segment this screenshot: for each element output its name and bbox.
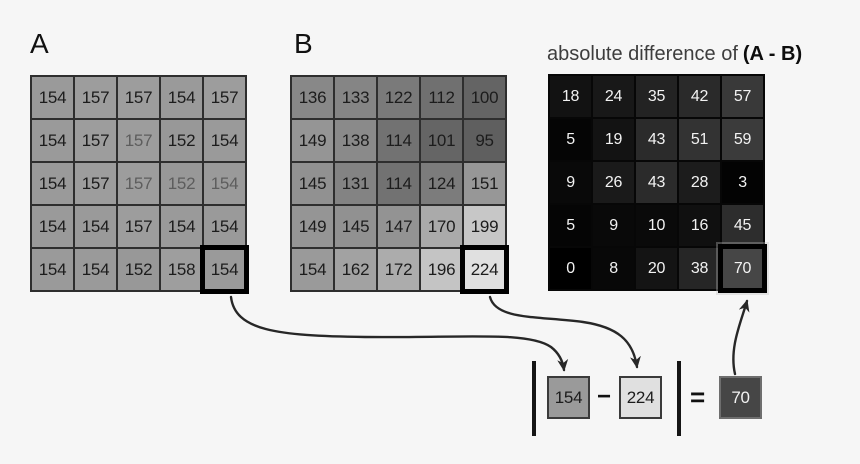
matrix-cell: 162	[335, 249, 376, 290]
matrix-b-label: B	[294, 28, 313, 59]
matrix-cell: 157	[75, 120, 116, 161]
matrix-cell: 157	[75, 163, 116, 204]
matrix-cell: 18	[550, 76, 591, 117]
matrix-cell: 170	[421, 206, 462, 247]
matrix-cell: 154	[75, 249, 116, 290]
matrix-cell: 19	[593, 119, 634, 160]
matrix-cell: 154	[32, 163, 73, 204]
matrix-cell: 154	[161, 206, 202, 247]
matrix-cell: 43	[636, 162, 677, 203]
matrix-cell: 59	[722, 119, 763, 160]
matrix-cell: 154	[204, 206, 245, 247]
matrix-cell: 154	[75, 206, 116, 247]
matrix-cell: 157	[118, 163, 159, 204]
matrix-cell: 114	[378, 120, 419, 161]
matrix-cell: 152	[161, 163, 202, 204]
matrix-cell: 43	[636, 119, 677, 160]
result-box: 70	[719, 376, 762, 419]
matrix-cell: 8	[593, 248, 634, 289]
matrix-cell: 100	[464, 77, 505, 118]
matrix-cell: 154	[32, 206, 73, 247]
arrow-result-to-diff	[732, 299, 750, 376]
matrix-cell: 147	[378, 206, 419, 247]
matrix-cell: 5	[550, 205, 591, 246]
matrix-cell: 154	[32, 249, 73, 290]
matrix-cell: 131	[335, 163, 376, 204]
matrix-cell: 26	[593, 162, 634, 203]
matrix-cell: 224	[460, 245, 509, 294]
arrow-a-to-minuend	[229, 295, 569, 372]
matrix-cell: 145	[292, 163, 333, 204]
matrix-cell: 114	[378, 163, 419, 204]
matrix-cell: 95	[464, 120, 505, 161]
matrix-cell: 151	[464, 163, 505, 204]
matrix-cell: 20	[636, 248, 677, 289]
arrow-b-to-subtrahend	[488, 295, 641, 369]
matrix-cell: 172	[378, 249, 419, 290]
matrix-cell: 133	[335, 77, 376, 118]
matrix-cell: 122	[378, 77, 419, 118]
matrix-cell: 136	[292, 77, 333, 118]
matrix-cell: 28	[679, 162, 720, 203]
matrix-cell: 101	[421, 120, 462, 161]
matrix-cell: 5	[550, 119, 591, 160]
matrix-cell: 157	[118, 206, 159, 247]
matrix-cell: 124	[421, 163, 462, 204]
matrix-cell: 154	[32, 120, 73, 161]
abs-bar-left	[532, 361, 536, 436]
matrix-cell: 57	[722, 76, 763, 117]
matrix-cell: 149	[292, 120, 333, 161]
matrix-cell: 10	[636, 205, 677, 246]
matrix-cell: 154	[161, 77, 202, 118]
minus-operator: −	[597, 383, 612, 410]
matrix-cell: 158	[161, 249, 202, 290]
diff-title-formula: (A - B)	[742, 43, 803, 65]
matrix-cell: 51	[679, 119, 720, 160]
matrix-a-label: A	[30, 28, 49, 59]
matrix-cell: 154	[32, 77, 73, 118]
matrix-cell: 152	[118, 249, 159, 290]
matrix-cell: 157	[204, 77, 245, 118]
matrix-cell: 154	[204, 163, 245, 204]
equals-sign: =	[690, 382, 706, 412]
matrix-cell: 154	[204, 120, 245, 161]
diff-title: absolute difference of(A - B)	[547, 42, 802, 66]
matrix-cell: 70	[718, 244, 767, 293]
matrix-cell: 3	[722, 162, 763, 203]
matrix-cell: 154	[200, 245, 249, 294]
abs-bar-right	[677, 361, 681, 436]
matrix-cell: 138	[335, 120, 376, 161]
matrix-cell: 9	[593, 205, 634, 246]
matrix-cell: 35	[636, 76, 677, 117]
matrix-cell: 42	[679, 76, 720, 117]
matrix-cell: 0	[550, 248, 591, 289]
matrix-cell: 45	[722, 205, 763, 246]
diff-title-regular: absolute difference of	[547, 43, 738, 65]
matrix-cell: 152	[161, 120, 202, 161]
subtrahend-box: 224	[619, 376, 662, 419]
matrix-cell: 24	[593, 76, 634, 117]
matrix-cell: 199	[464, 206, 505, 247]
matrix-cell: 157	[118, 120, 159, 161]
matrix-cell: 112	[421, 77, 462, 118]
matrix-cell: 154	[292, 249, 333, 290]
matrix-cell: 38	[679, 248, 720, 289]
matrix-cell: 196	[421, 249, 462, 290]
matrix-cell: 145	[335, 206, 376, 247]
minuend-box: 154	[547, 376, 590, 419]
matrix-cell: 157	[75, 77, 116, 118]
matrix-cell: 149	[292, 206, 333, 247]
matrix-cell: 157	[118, 77, 159, 118]
matrix-cell: 9	[550, 162, 591, 203]
matrix-cell: 16	[679, 205, 720, 246]
